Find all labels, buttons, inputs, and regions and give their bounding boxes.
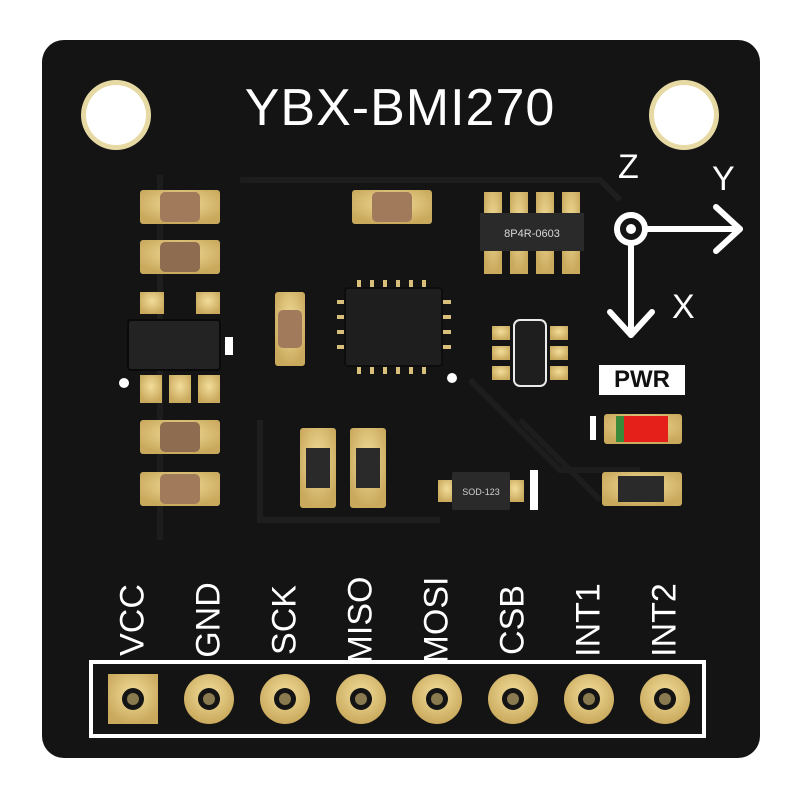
pin-label-int1: INT1 [554,560,624,680]
pin-label-mosi: MOSI [402,560,472,680]
capacitor-c4 [140,472,220,506]
axis-indicator [607,204,743,338]
pin-label-int2: INT2 [630,560,700,680]
level-shifter-ic [492,319,568,387]
pin-mosi [412,674,462,724]
power-led [590,414,682,444]
pin-label-sck-text: SCK [265,585,304,655]
pin-label-mosi-text: MOSI [417,576,456,664]
resistor-network: 8P4R-0603 [480,192,584,274]
diode-mark: SOD-123 [462,487,500,497]
capacitor-c6 [352,190,432,224]
pin-label-gnd: GND [174,560,244,680]
axis-label-x: X [672,288,695,326]
pin-sck [260,674,310,724]
capacitor-c3 [140,420,220,454]
power-label: PWR [599,365,685,395]
resistor-r2 [350,428,386,508]
pin-int1 [564,674,614,724]
pin-label-gnd-text: GND [189,582,228,658]
pin-int2 [640,674,690,724]
diode: SOD-123 [438,470,538,510]
pin-label-int2-text: INT2 [645,583,684,657]
capacitor-c1 [140,190,220,224]
pin-miso [336,674,386,724]
pin-label-miso: MISO [326,560,396,680]
resistor-led [602,472,682,506]
pin-label-vcc: VCC [98,560,168,680]
pin-label-miso-text: MISO [341,576,380,664]
header-pins [108,674,690,724]
axis-label-y: Y [712,160,735,198]
board-title: YBX-BMI270 [244,79,556,137]
pin-gnd [184,674,234,724]
capacitor-c5 [275,292,305,366]
axis-label-z: Z [618,148,639,186]
mounting-hole-right [649,80,719,150]
pin-label-sck: SCK [250,560,320,680]
resistor-r1 [300,428,336,508]
pin-label-csb-text: CSB [493,585,532,655]
pin-vcc [108,674,158,724]
voltage-regulator [119,292,233,403]
resistor-network-mark: 8P4R-0603 [504,228,560,240]
capacitor-c2 [140,240,220,274]
pin-csb [488,674,538,724]
pin-label-csb: CSB [478,560,548,680]
mounting-hole-left [81,80,151,150]
pin-label-int1-text: INT1 [569,583,608,657]
bmi270-sensor-chip [337,280,457,383]
header-outline [89,660,706,738]
pin-label-vcc-text: VCC [113,584,152,656]
